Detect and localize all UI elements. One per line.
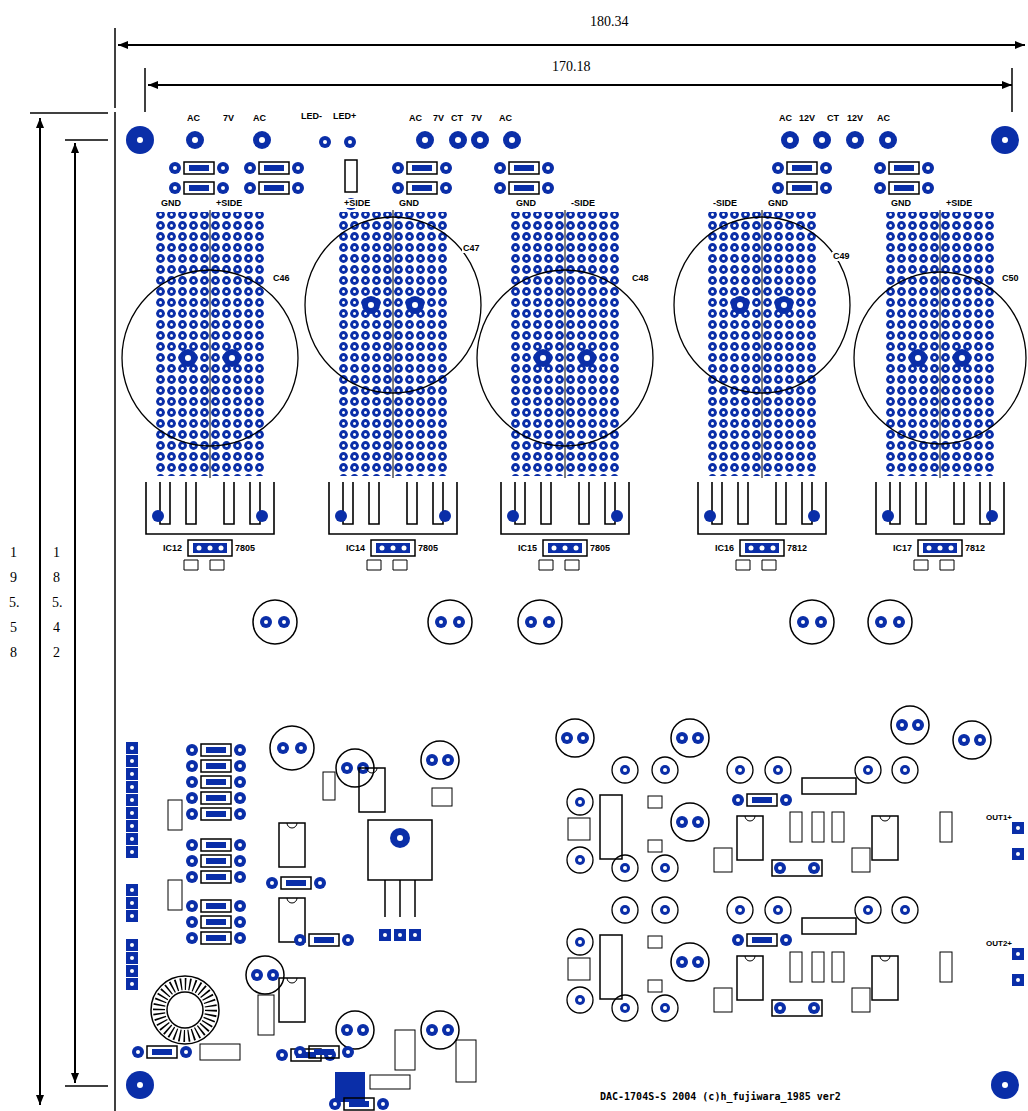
rail-label: GND xyxy=(890,199,912,208)
part-label: C48 xyxy=(631,274,650,283)
pad-label: 12V xyxy=(846,114,864,123)
part-label: C47 xyxy=(462,244,481,253)
part-label: 7812 xyxy=(786,544,808,553)
pad-label: 7V xyxy=(470,114,483,123)
dimension-label: 195.58 xyxy=(9,540,18,665)
part-label: 7805 xyxy=(417,544,439,553)
pad-label: 7V xyxy=(222,114,235,123)
rail-label: GND xyxy=(767,199,789,208)
part-label: C49 xyxy=(832,252,851,261)
part-label: IC12 xyxy=(162,544,183,553)
rail-label: -SIDE xyxy=(570,199,596,208)
dimension-label: 180.34 xyxy=(588,15,631,29)
pad-label: AC xyxy=(252,114,267,123)
dimension-label: 170.18 xyxy=(550,60,593,74)
pad-label: 7V xyxy=(432,114,445,123)
signal-label: OUT1+ xyxy=(986,814,1012,822)
pad-label: CT xyxy=(450,114,464,123)
rail-label: +SIDE xyxy=(215,199,243,208)
pad-label: LED- xyxy=(300,112,323,121)
pad-label: AC xyxy=(498,114,513,123)
pad-label: AC xyxy=(186,114,201,123)
part-label: 7805 xyxy=(234,544,256,553)
rail-label: GND xyxy=(398,199,420,208)
signal-label: OUT2+ xyxy=(986,940,1012,948)
pad-label: AC xyxy=(778,114,793,123)
pad-label: CT xyxy=(826,114,840,123)
pad-label: LED+ xyxy=(332,112,357,121)
part-label: IC17 xyxy=(892,544,913,553)
pad-label: AC xyxy=(408,114,423,123)
board-title: DAC-1704S-S 2004 (c)h_fujiwara_1985 ver2 xyxy=(600,1092,841,1102)
rail-label: +SIDE xyxy=(343,199,371,208)
part-label: 7812 xyxy=(964,544,986,553)
part-label: IC16 xyxy=(714,544,735,553)
part-label: IC15 xyxy=(517,544,538,553)
rail-label: +SIDE xyxy=(945,199,973,208)
rail-label: GND xyxy=(160,199,182,208)
rail-label: -SIDE xyxy=(712,199,738,208)
pad-label: 12V xyxy=(798,114,816,123)
dimension-label: 185.42 xyxy=(52,540,61,665)
part-label: IC14 xyxy=(345,544,366,553)
rail-label: GND xyxy=(515,199,537,208)
part-label: C50 xyxy=(1001,274,1020,283)
pad-label: AC xyxy=(876,114,891,123)
part-label: 7805 xyxy=(589,544,611,553)
part-label: C46 xyxy=(272,274,291,283)
